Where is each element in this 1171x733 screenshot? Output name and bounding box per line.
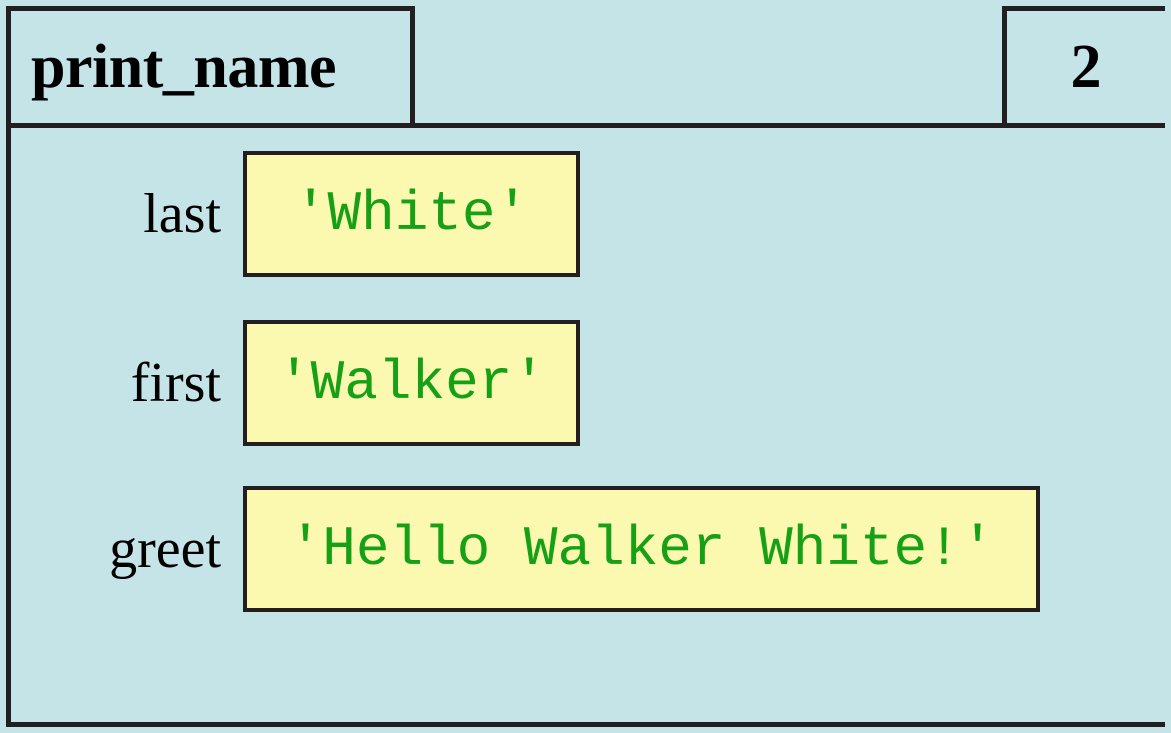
variable-row: greet 'Hello Walker White!' — [11, 466, 1165, 632]
frame-title: print_name — [31, 33, 337, 101]
value-box-greet: 'Hello Walker White!' — [243, 486, 1040, 612]
variable-table: last 'White' first 'Walker' — [11, 128, 1165, 632]
variable-label-cell: greet — [11, 466, 243, 632]
frame-title-box: print_name — [6, 6, 415, 128]
variable-label-cell: last — [11, 128, 243, 300]
variable-name-greet: greet — [109, 518, 221, 580]
variable-label-cell: first — [11, 300, 243, 466]
variable-value-last: 'White' — [293, 182, 530, 246]
variable-value-cell: 'Hello Walker White!' — [243, 466, 1165, 632]
call-frame-body: last 'White' first 'Walker' — [6, 123, 1165, 727]
variable-value-cell: 'Walker' — [243, 300, 1165, 466]
variable-value-first: 'Walker' — [277, 351, 546, 415]
variable-row: last 'White' — [11, 128, 1165, 300]
variable-table-body: last 'White' first 'Walker' — [11, 128, 1165, 632]
value-box-last: 'White' — [243, 151, 580, 277]
variable-name-last: last — [143, 183, 221, 245]
value-box-first: 'Walker' — [243, 320, 580, 446]
call-frame-header: print_name 2 — [6, 6, 1165, 128]
variable-row: first 'Walker' — [11, 300, 1165, 466]
frame-number-box: 2 — [1002, 6, 1165, 128]
variable-name-first: first — [130, 352, 221, 414]
variable-value-cell: 'White' — [243, 128, 1165, 300]
frame-number: 2 — [1070, 33, 1102, 101]
variable-value-greet: 'Hello Walker White!' — [288, 517, 995, 581]
